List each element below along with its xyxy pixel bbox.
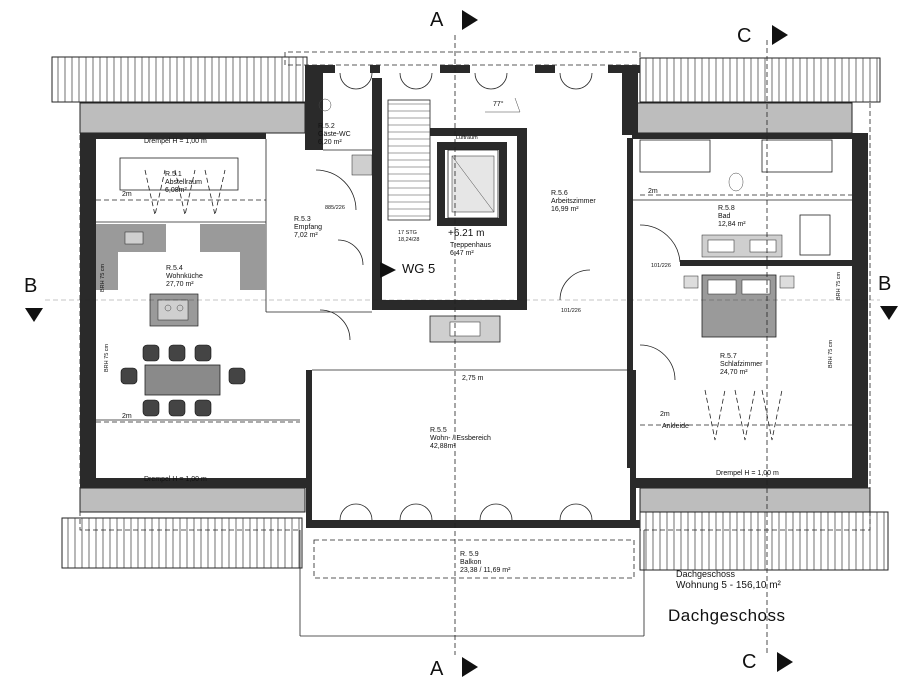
room-label-r59: R. 5.9 Balkon 23,38 / 11,69 m² (460, 551, 511, 574)
section-marker-b-left: B (24, 275, 43, 322)
kitchen-counters (96, 224, 266, 327)
svg-text:Gäste-WC: Gäste-WC (318, 131, 351, 138)
section-c-bottom-label: C (742, 651, 756, 673)
svg-text:R.5.1: R.5.1 (165, 171, 182, 178)
dimension-275: 2,75 m (462, 375, 484, 382)
angle-label: 77° (493, 100, 504, 108)
two-m-label-3: 2m (648, 188, 658, 195)
drempel-label-2: Drempel H = 1,00 m (144, 476, 207, 483)
unit-label: WG 5 (380, 261, 435, 278)
svg-text:Schlafzimmer: Schlafzimmer (720, 361, 763, 368)
section-b-right-label: B (878, 273, 891, 295)
section-marker-b-right: B (878, 273, 898, 320)
svg-text:27,70 m²: 27,70 m² (166, 281, 194, 288)
svg-text:Abstellraum: Abstellraum (165, 179, 202, 186)
svg-text:17 STG: 17 STG (398, 230, 417, 236)
wardrobe (704, 389, 783, 441)
two-m-label-1: 2m (122, 191, 132, 198)
stairwell-label: +6.21 m Treppenhaus 6,47 m² 17 STG 18,24… (398, 135, 491, 257)
svg-text:R.5.7: R.5.7 (720, 353, 737, 360)
roof-hatching (51, 56, 889, 571)
door-dim-2: 101/226 (651, 263, 671, 269)
svg-text:Bad: Bad (718, 213, 731, 220)
room-label-r55: R.5.5 Wohn- / Essbereich 42,88m² (430, 427, 491, 450)
svg-text:6,47 m²: 6,47 m² (450, 250, 474, 257)
svg-text:+6.21 m: +6.21 m (448, 228, 484, 239)
brh-label-1: BRH 75 cm (100, 263, 106, 292)
svg-text:Balkon: Balkon (460, 559, 482, 566)
svg-text:Dachgeschoss: Dachgeschoss (676, 569, 736, 579)
svg-text:R. 5.9: R. 5.9 (460, 551, 479, 558)
svg-text:Arbeitszimmer: Arbeitszimmer (551, 198, 596, 205)
brh-label-4: BRH 75 cm (828, 339, 834, 368)
two-meter-lines (96, 194, 852, 637)
section-b-left-label: B (24, 275, 37, 297)
caption: Dachgeschoss Wohnung 5 - 156,10 m² Dachg… (668, 569, 786, 625)
section-a-bottom-label: A (430, 658, 444, 680)
svg-text:R.5.4: R.5.4 (166, 265, 183, 272)
section-marker-c-bottom: C (742, 651, 793, 673)
section-marker-a-top: A (430, 9, 478, 31)
drempel-label-1: Drempel H = 1,00 m (144, 138, 207, 145)
two-m-label-4: 2m (660, 411, 670, 418)
room-label-r52: R.5.2 Gäste-WC 6,20 m² (318, 123, 351, 146)
svg-text:12,84 m²: 12,84 m² (718, 221, 746, 228)
svg-text:Wohnküche: Wohnküche (166, 273, 203, 280)
brh-label-2: BRH 75 cm (104, 343, 110, 372)
room-label-r53: R.5.3 Empfang 7,02 m² (294, 216, 322, 239)
svg-text:Luftraum: Luftraum (456, 135, 478, 141)
section-marker-a-bottom: A (430, 657, 478, 680)
room-label-r51: R.5.1 Abstellraum 6,08m² (165, 171, 202, 194)
partitions (96, 139, 852, 421)
storage-shelves (119, 157, 239, 216)
doors (315, 72, 681, 521)
room-label-r56: R.5.6 Arbeitszimmer 16,99 m² (551, 190, 596, 213)
svg-text:R.5.6: R.5.6 (551, 190, 568, 197)
ankleide-label: Ankleide (662, 423, 689, 430)
two-m-label-2: 2m (122, 413, 132, 420)
svg-text:Treppenhaus: Treppenhaus (450, 242, 491, 249)
bed (683, 274, 795, 338)
big-title: Dachgeschoss (668, 606, 786, 625)
room-label-r54: R.5.4 Wohnküche 27,70 m² (166, 265, 203, 288)
wc-fixtures (318, 98, 501, 343)
svg-text:6,20 m²: 6,20 m² (318, 139, 342, 146)
door-dim-1: 885/226 (325, 205, 345, 211)
svg-text:Empfang: Empfang (294, 224, 322, 231)
eaves-band (79, 102, 871, 513)
svg-text:18,24/28: 18,24/28 (398, 237, 419, 243)
section-c-top-label: C (737, 25, 751, 47)
svg-text:23,38 / 11,69 m²: 23,38 / 11,69 m² (460, 567, 511, 574)
svg-text:R.5.3: R.5.3 (294, 216, 311, 223)
section-a-top-label: A (430, 9, 444, 31)
room-label-r58: R.5.8 Bad 12,84 m² (718, 205, 746, 228)
svg-text:WG 5: WG 5 (402, 261, 435, 276)
room-label-r57: R.5.7 Schlafzimmer 24,70 m² (720, 353, 763, 376)
svg-text:7,02 m²: 7,02 m² (294, 232, 318, 239)
svg-text:16,99 m²: 16,99 m² (551, 206, 579, 213)
svg-text:42,88m²: 42,88m² (430, 443, 456, 450)
svg-text:Wohnung 5 - 156,10 m²: Wohnung 5 - 156,10 m² (676, 580, 782, 591)
section-marker-c-top: C (737, 25, 788, 47)
svg-text:R.5.2: R.5.2 (318, 123, 335, 130)
svg-text:R.5.5: R.5.5 (430, 427, 447, 434)
bath-fixtures (639, 139, 833, 258)
svg-text:24,70 m²: 24,70 m² (720, 369, 748, 376)
svg-text:6,08m²: 6,08m² (165, 187, 187, 194)
svg-text:Wohn- / Essbereich: Wohn- / Essbereich (430, 435, 491, 442)
dining-table (120, 344, 246, 417)
door-dim-3: 101/226 (561, 308, 581, 314)
staircase (387, 99, 499, 221)
svg-text:R.5.8: R.5.8 (718, 205, 735, 212)
section-lines (45, 35, 880, 655)
drempel-label-3: Drempel H = 1,00 m (716, 470, 779, 477)
brh-label-3: BRH 75 cm (836, 271, 842, 300)
